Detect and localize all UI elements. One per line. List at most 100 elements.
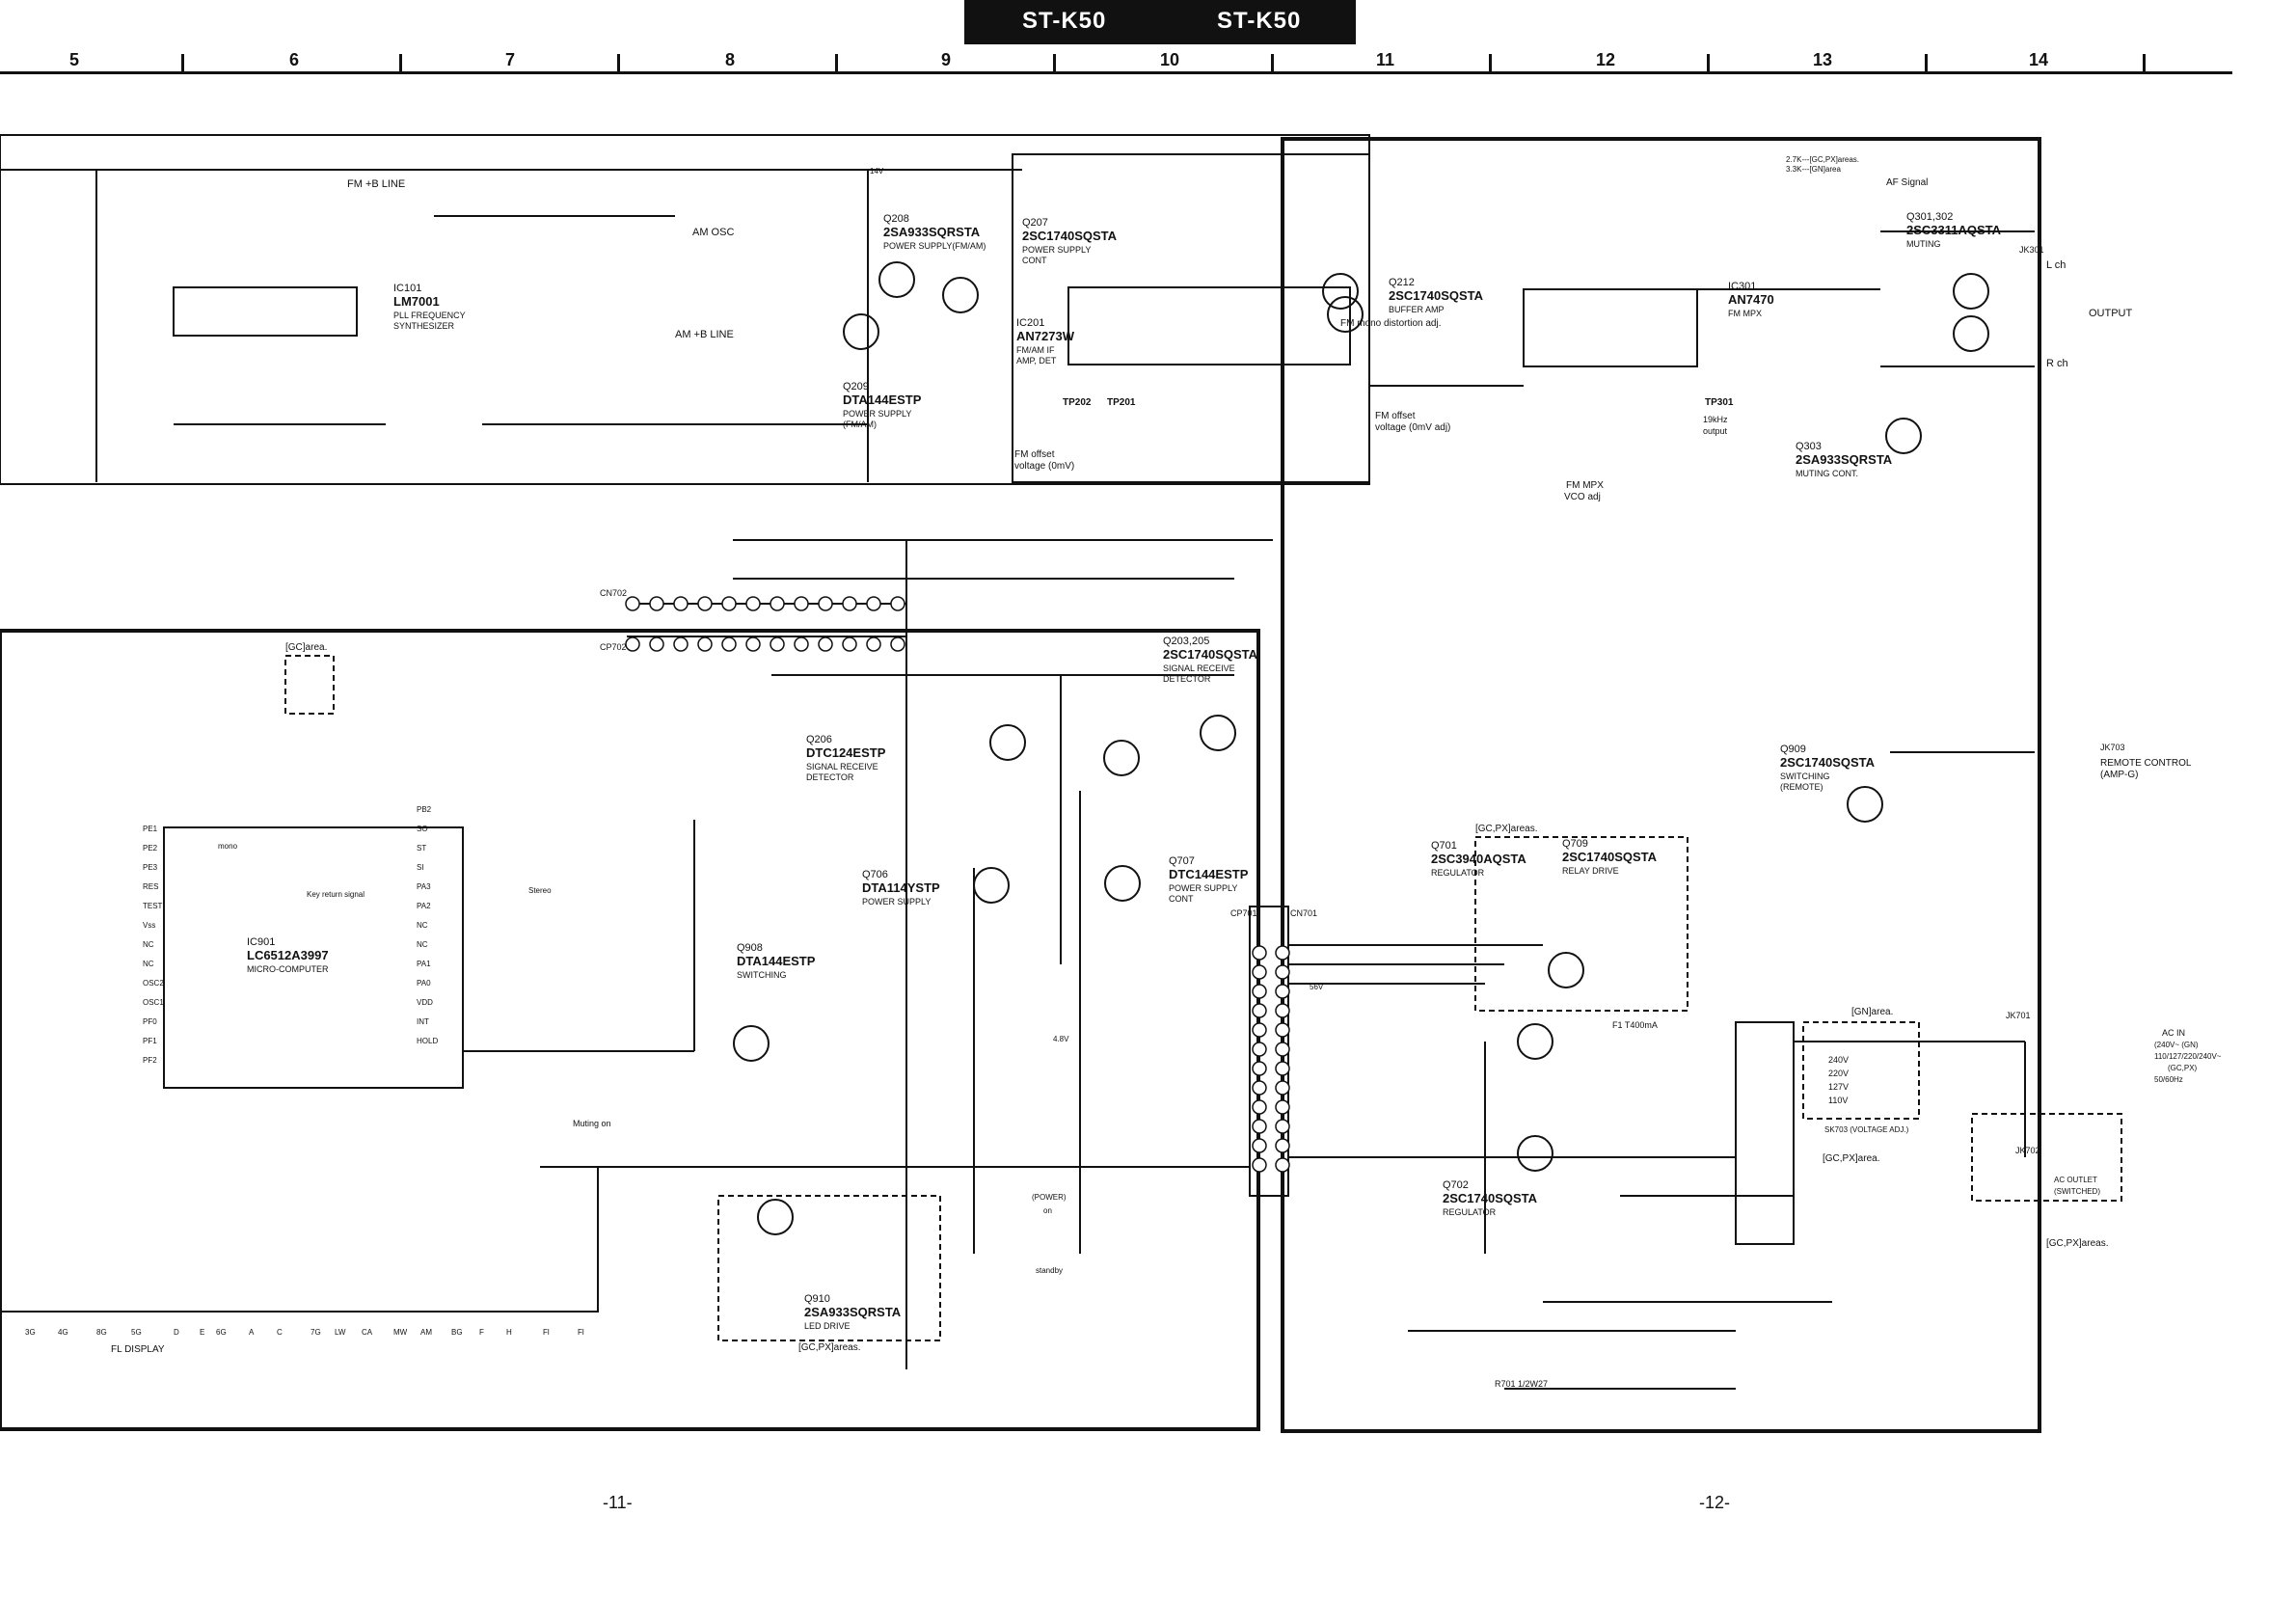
cn701-pin <box>1252 1119 1267 1134</box>
cn701-pin <box>1252 964 1267 980</box>
grid-label: 6 <box>289 50 300 69</box>
cn702-pin <box>745 596 761 611</box>
l-ch-label: L ch <box>2046 259 2066 271</box>
ic901-part: LC6512A3997 <box>247 948 329 962</box>
jk702-label: JK702 <box>2015 1146 2040 1155</box>
ic901-pin-right: NC <box>417 921 428 930</box>
cn702-pin <box>625 636 640 652</box>
ic901-pin-right: NC <box>417 940 428 949</box>
q701-ref: Q701 <box>1431 840 1457 852</box>
q709-ref: Q709 <box>1562 838 1588 850</box>
khz-output-label: 19kHz <box>1703 415 1728 424</box>
jk701-label: JK701 <box>2006 1011 2031 1020</box>
fm-offset-left-2: voltage (0mV) <box>1014 461 1074 472</box>
volt-56-label: 56V <box>1310 983 1324 991</box>
q909-desc2: (REMOTE) <box>1780 782 1823 792</box>
voltage-adj-label: SK703 (VOLTAGE ADJ.) <box>1824 1125 1909 1134</box>
cn701-pin <box>1252 1099 1267 1115</box>
cn702-pin <box>842 636 857 652</box>
transistor-symbol <box>1517 1023 1553 1060</box>
gc-px-area-label: [GC,PX]area. <box>1823 1153 1879 1164</box>
q208-ref: Q208 <box>883 213 909 225</box>
cn702-pin <box>697 596 713 611</box>
q207-desc2: CONT <box>1022 256 1047 265</box>
grid-tick <box>1053 54 1056 73</box>
cn702-pin <box>673 596 689 611</box>
q909-part: 2SC1740SQSTA <box>1780 755 1876 770</box>
cn702-pin <box>794 636 809 652</box>
cn701-pin <box>1252 1061 1267 1076</box>
q206-desc1: SIGNAL RECEIVE <box>806 762 878 771</box>
volt-110-label: 110V <box>1828 1096 1848 1105</box>
cn701-pin <box>1252 1003 1267 1018</box>
q209-desc2: (FM/AM) <box>843 420 877 429</box>
ic101-part: LM7001 <box>393 294 440 309</box>
grid-label: 11 <box>1376 50 1395 69</box>
fl-display-label: FL DISPLAY <box>111 1344 165 1355</box>
volt-127-label: 127V <box>1828 1082 1849 1092</box>
fm-b-line-label: FM +B LINE <box>347 178 405 190</box>
output-label: OUTPUT <box>2089 308 2133 319</box>
fm-mono-adj-label: FM mono distortion adj. <box>1340 318 1442 329</box>
ic101-body <box>173 286 358 337</box>
tp301-label: TP301 <box>1705 397 1734 408</box>
ic901-pin-left: TEST <box>143 902 163 910</box>
cn702-pin <box>721 596 737 611</box>
ic901-pin-left: RES <box>143 882 158 891</box>
grid-tick <box>1707 54 1710 73</box>
q702-desc: REGULATOR <box>1443 1207 1497 1217</box>
cn702-label: CN702 <box>600 588 627 598</box>
grid-tick <box>181 54 184 73</box>
am-osc-label: AM OSC <box>692 227 734 238</box>
cn701-label: CN701 <box>1290 908 1317 918</box>
fl-pin-label: BG <box>451 1328 463 1337</box>
cn701-pin <box>1275 1157 1290 1173</box>
transformer-t701 <box>1735 1021 1795 1245</box>
q203-205-desc2: DETECTOR <box>1163 674 1211 684</box>
fl-pin-label: MW <box>393 1328 408 1337</box>
remote-control-label-2: (AMP-G) <box>2100 770 2138 780</box>
grid-label: 9 <box>941 50 952 69</box>
q206-ref: Q206 <box>806 734 832 745</box>
ac-outlet-label: AC OUTLET <box>2054 1176 2097 1184</box>
volt-14-label: 14V <box>870 167 884 176</box>
grid-rule <box>0 71 2232 74</box>
q301-302-ref: Q301,302 <box>1906 211 1953 223</box>
cn701-pin <box>1275 945 1290 961</box>
remote-control-label: REMOTE CONTROL <box>2100 758 2192 769</box>
on-label: on <box>1043 1206 1052 1215</box>
q208-desc: POWER SUPPLY(FM/AM) <box>883 241 986 251</box>
q707-desc2: CONT <box>1169 894 1194 904</box>
cn702-pin <box>721 636 737 652</box>
cn701-pin <box>1275 1099 1290 1115</box>
ac-in-label-2: (240V~ (GN) <box>2154 1041 2199 1049</box>
cn701-pin <box>1275 1003 1290 1018</box>
cn701-pin <box>1275 1042 1290 1057</box>
q207-desc1: POWER SUPPLY <box>1022 245 1091 255</box>
cn701-pin <box>1252 1157 1267 1173</box>
q707-ref: Q707 <box>1169 855 1195 867</box>
grid-tick <box>1271 54 1274 73</box>
led-drive-area <box>717 1195 941 1341</box>
ic201-body <box>1067 286 1351 365</box>
ic901-pin-left: PE3 <box>143 863 158 872</box>
transistor-symbol <box>942 277 979 313</box>
ic901-pin-left: PE2 <box>143 844 158 853</box>
q908-desc: SWITCHING <box>737 970 787 980</box>
ic901-pin-left: PF1 <box>143 1037 157 1045</box>
ac-in-label-3: 110/127/220/240V~ <box>2154 1052 2222 1061</box>
fl-pin-label: F <box>479 1328 484 1337</box>
ic901-pin-right: VDD <box>417 998 433 1007</box>
q909-desc1: SWITCHING <box>1780 771 1830 781</box>
fl-pin-label: Fl <box>543 1328 550 1337</box>
tp202-label: TP202 <box>1063 397 1092 408</box>
cn702-pin <box>818 596 833 611</box>
af-signal-label: AF Signal <box>1886 177 1928 188</box>
transistor-symbol <box>757 1199 794 1235</box>
ic901-pin-left: NC <box>143 940 154 949</box>
tp201-label: TP201 <box>1107 397 1136 408</box>
gc-px-areas-label-3: [GC,PX]areas. <box>2046 1238 2108 1249</box>
key-return-label: Key return signal <box>307 890 365 899</box>
ic201-part: AN7273W <box>1016 329 1075 343</box>
